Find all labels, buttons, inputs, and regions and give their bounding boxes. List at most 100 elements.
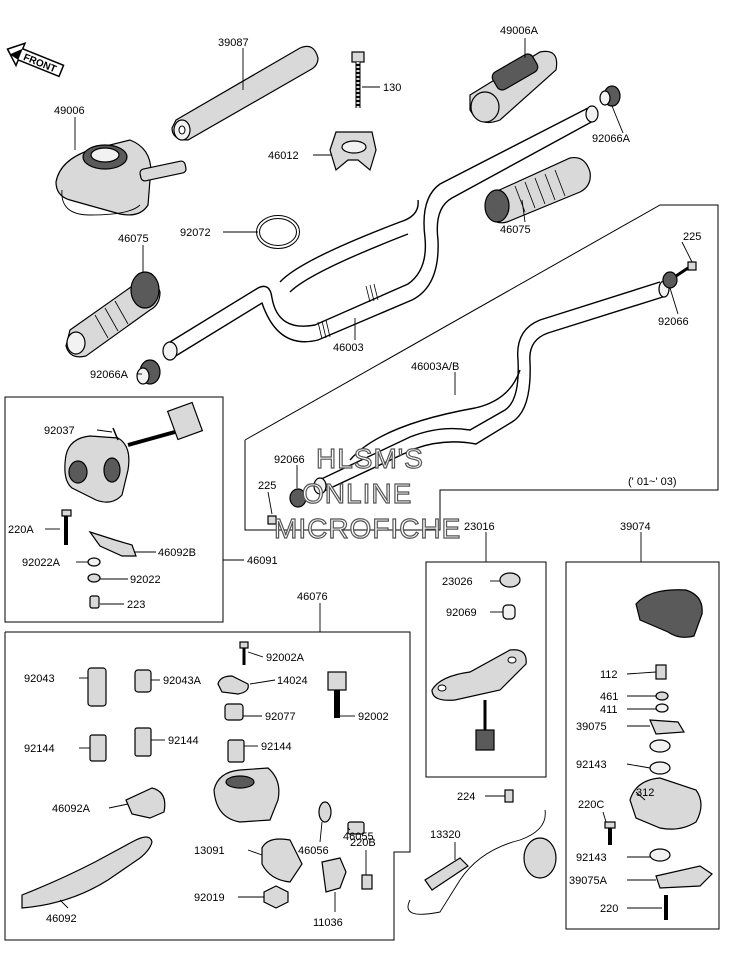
- label-46092: 46092: [46, 913, 77, 925]
- pin-92037: [112, 427, 119, 441]
- label-92144-b: 92144: [168, 735, 199, 747]
- label-46003: 46003: [333, 342, 364, 354]
- label-49006: 49006: [54, 105, 85, 117]
- leader-lines: [45, 38, 693, 912]
- label-46056: 46056: [298, 845, 329, 857]
- frame-39074: [565, 561, 720, 930]
- label-13091: 13091: [194, 845, 225, 857]
- label-224: 224: [457, 791, 475, 803]
- label-220: 220: [600, 903, 618, 915]
- bar-plug-92066-mid: [289, 488, 307, 508]
- label-23016: 23016: [464, 521, 495, 533]
- label-11036: 11036: [313, 917, 343, 929]
- label-411: 411: [600, 704, 618, 716]
- label-92037: 92037: [44, 425, 75, 437]
- washer-92022A: [87, 557, 101, 567]
- cable-13320: [407, 789, 557, 915]
- label-112: 112: [600, 669, 618, 681]
- bar-end-left: [162, 341, 178, 361]
- label-92043A: 92043A: [163, 675, 202, 687]
- handlebar-46003: [162, 105, 599, 361]
- label-130: 130: [383, 82, 401, 94]
- switch-39074: [604, 589, 713, 920]
- label-92069: 92069: [446, 607, 477, 619]
- label-225-top: 225: [683, 231, 701, 243]
- lever-46092B: [88, 530, 137, 557]
- label-39075A: 39075A: [569, 875, 608, 887]
- label-92066-top: 92066: [658, 316, 689, 328]
- label-39075: 39075: [576, 721, 607, 733]
- label-92066A-top: 92066A: [592, 133, 631, 145]
- label-223: 223: [127, 599, 145, 611]
- label-92072: 92072: [180, 227, 211, 239]
- handlebar-pad-39087: [171, 45, 319, 141]
- label-39087: 39087: [218, 37, 249, 49]
- label-220A: 220A: [8, 524, 34, 536]
- bar-plug-92066-top: [662, 271, 678, 289]
- label-46076: 46076: [297, 591, 328, 603]
- label-461: 461: [600, 691, 618, 703]
- label-92144-a: 92144: [24, 743, 55, 755]
- label-46055: 46055: [343, 831, 374, 843]
- bar-end-right: [585, 105, 599, 123]
- label-39074: 39074: [620, 521, 651, 533]
- label-14024: 14024: [277, 675, 308, 687]
- label-92143-a: 92143: [576, 759, 607, 771]
- label-13320: 13320: [430, 829, 461, 841]
- lever-group-46076: [21, 641, 373, 909]
- label-92144-c: 92144: [261, 741, 292, 753]
- bolt-130: [351, 51, 365, 108]
- screw-223: [89, 595, 100, 609]
- washer-92022: [87, 573, 101, 583]
- label-46092A: 46092A: [52, 803, 91, 815]
- frame-46091: [4, 396, 224, 623]
- grip-46075-left: [65, 271, 161, 358]
- watermark-line-3: MICROFICHE: [274, 513, 461, 544]
- bar-plug-92066A-top: [599, 85, 621, 107]
- switch-23016: [431, 572, 527, 751]
- bar-b-end-left: [313, 477, 327, 495]
- watermark: HLSM'S ONLINE MICROFICHE: [273, 442, 461, 544]
- label-23026: 23026: [442, 576, 473, 588]
- label-92066A-left: 92066A: [90, 369, 129, 381]
- bolt-220A: [61, 509, 72, 545]
- label-46092B: 46092B: [158, 547, 196, 559]
- label-92143-b: 92143: [576, 852, 607, 864]
- label-46075-left: 46075: [118, 233, 149, 245]
- label-46003AB: 46003A/B: [411, 361, 459, 373]
- switch-46091: [64, 401, 204, 503]
- throttle-housing-49006: [55, 139, 187, 216]
- label-92022: 92022: [130, 574, 161, 586]
- watermark-line-1: HLSM'S: [316, 443, 424, 474]
- label-312: 312: [636, 787, 654, 799]
- bar-plug-92066A-left: [136, 359, 161, 385]
- label-92043: 92043: [24, 673, 55, 685]
- label-220B: 220B: [350, 837, 376, 849]
- label-92019: 92019: [194, 892, 225, 904]
- label-46075-right: 46075: [500, 224, 531, 236]
- part-labels: 39087 49006A 49006 130 46012 92066A 4607…: [8, 25, 701, 929]
- label-220C: 220C: [578, 799, 604, 811]
- label-46012: 46012: [268, 150, 299, 162]
- watermark-line-2: ONLINE: [302, 478, 412, 509]
- label-92077: 92077: [265, 711, 296, 723]
- screw-225-top: [675, 261, 697, 278]
- label-92066-mid: 92066: [274, 454, 305, 466]
- band-92072: [256, 215, 300, 249]
- switch-49006A: [469, 50, 558, 123]
- label-92022A: 92022A: [22, 557, 61, 569]
- frame-46003AB: [244, 204, 719, 531]
- screw-225-mid: [267, 515, 277, 525]
- label-year-range: (' 01~' 03): [628, 476, 677, 488]
- handlebar-46003AB: [313, 280, 670, 495]
- label-92002: 92002: [358, 711, 389, 723]
- label-46091: 46091: [247, 555, 278, 567]
- label-92002A: 92002A: [266, 652, 305, 664]
- front-arrow-icon: FRONT: [6, 42, 65, 78]
- clamp-46012: [329, 131, 377, 172]
- grip-46075-right: [484, 156, 591, 224]
- label-49006A: 49006A: [500, 25, 539, 37]
- frame-46076: [4, 631, 411, 941]
